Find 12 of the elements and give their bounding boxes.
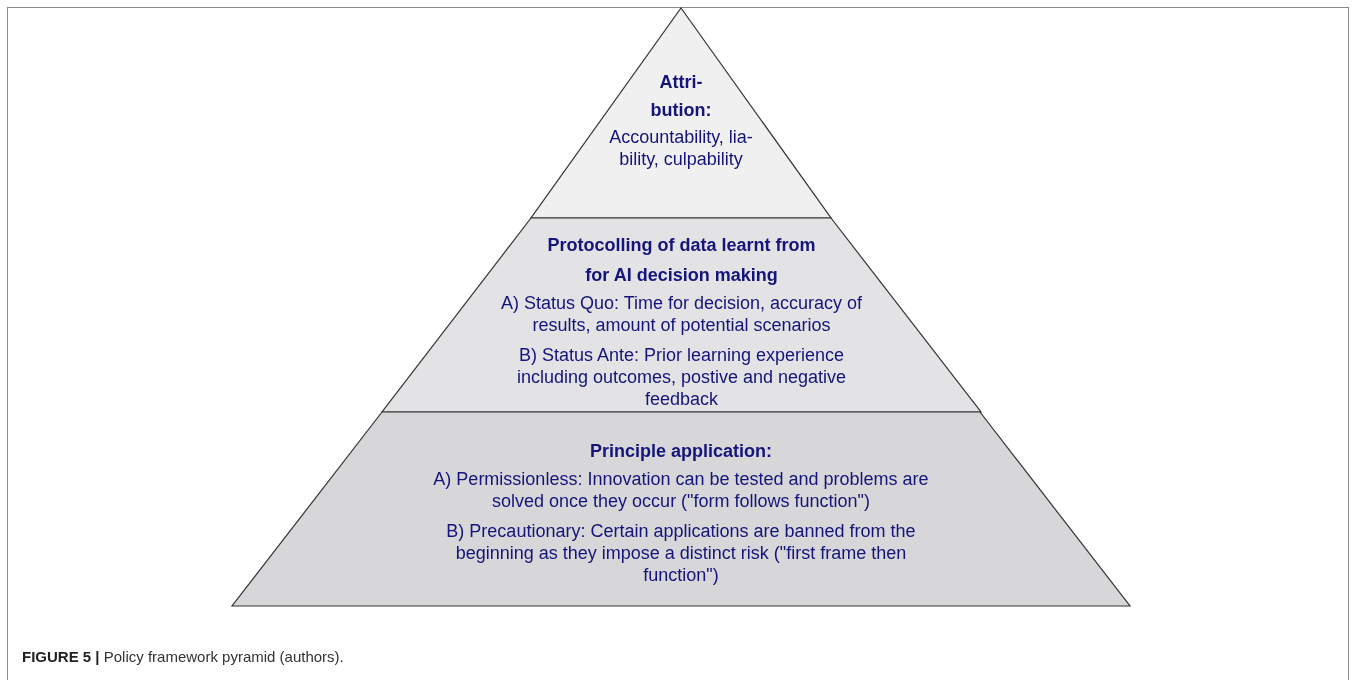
figure-caption: FIGURE 5 | Policy framework pyramid (authors). [22, 648, 344, 665]
pyramid-tier [232, 412, 1130, 606]
tier-text: B) Precautionary: Certain applications are banned from the beginning as they impose a distinct risk ("first frame then function") [445, 520, 917, 586]
tier-heading: Protocolling of data learnt from for AI decision making [546, 234, 817, 287]
pyramid-tier [531, 8, 831, 218]
tier-text: A) Permissionless: Innovation can be tested and problems are solved once they occur ("form follows function") [432, 468, 930, 512]
pyramid-tier [382, 218, 981, 412]
tier-heading: Attri- bution: [649, 71, 713, 122]
tier-text: B) Status Ante: Prior learning experience including outcomes, postive and negative feedback [515, 344, 848, 410]
tier-heading: Principle application: [589, 440, 773, 463]
tier-text: Accountability, lia- bility, culpability [608, 126, 754, 170]
tier-text: A) Status Quo: Time for decision, accuracy of results, amount of potential scenarios [499, 292, 864, 336]
